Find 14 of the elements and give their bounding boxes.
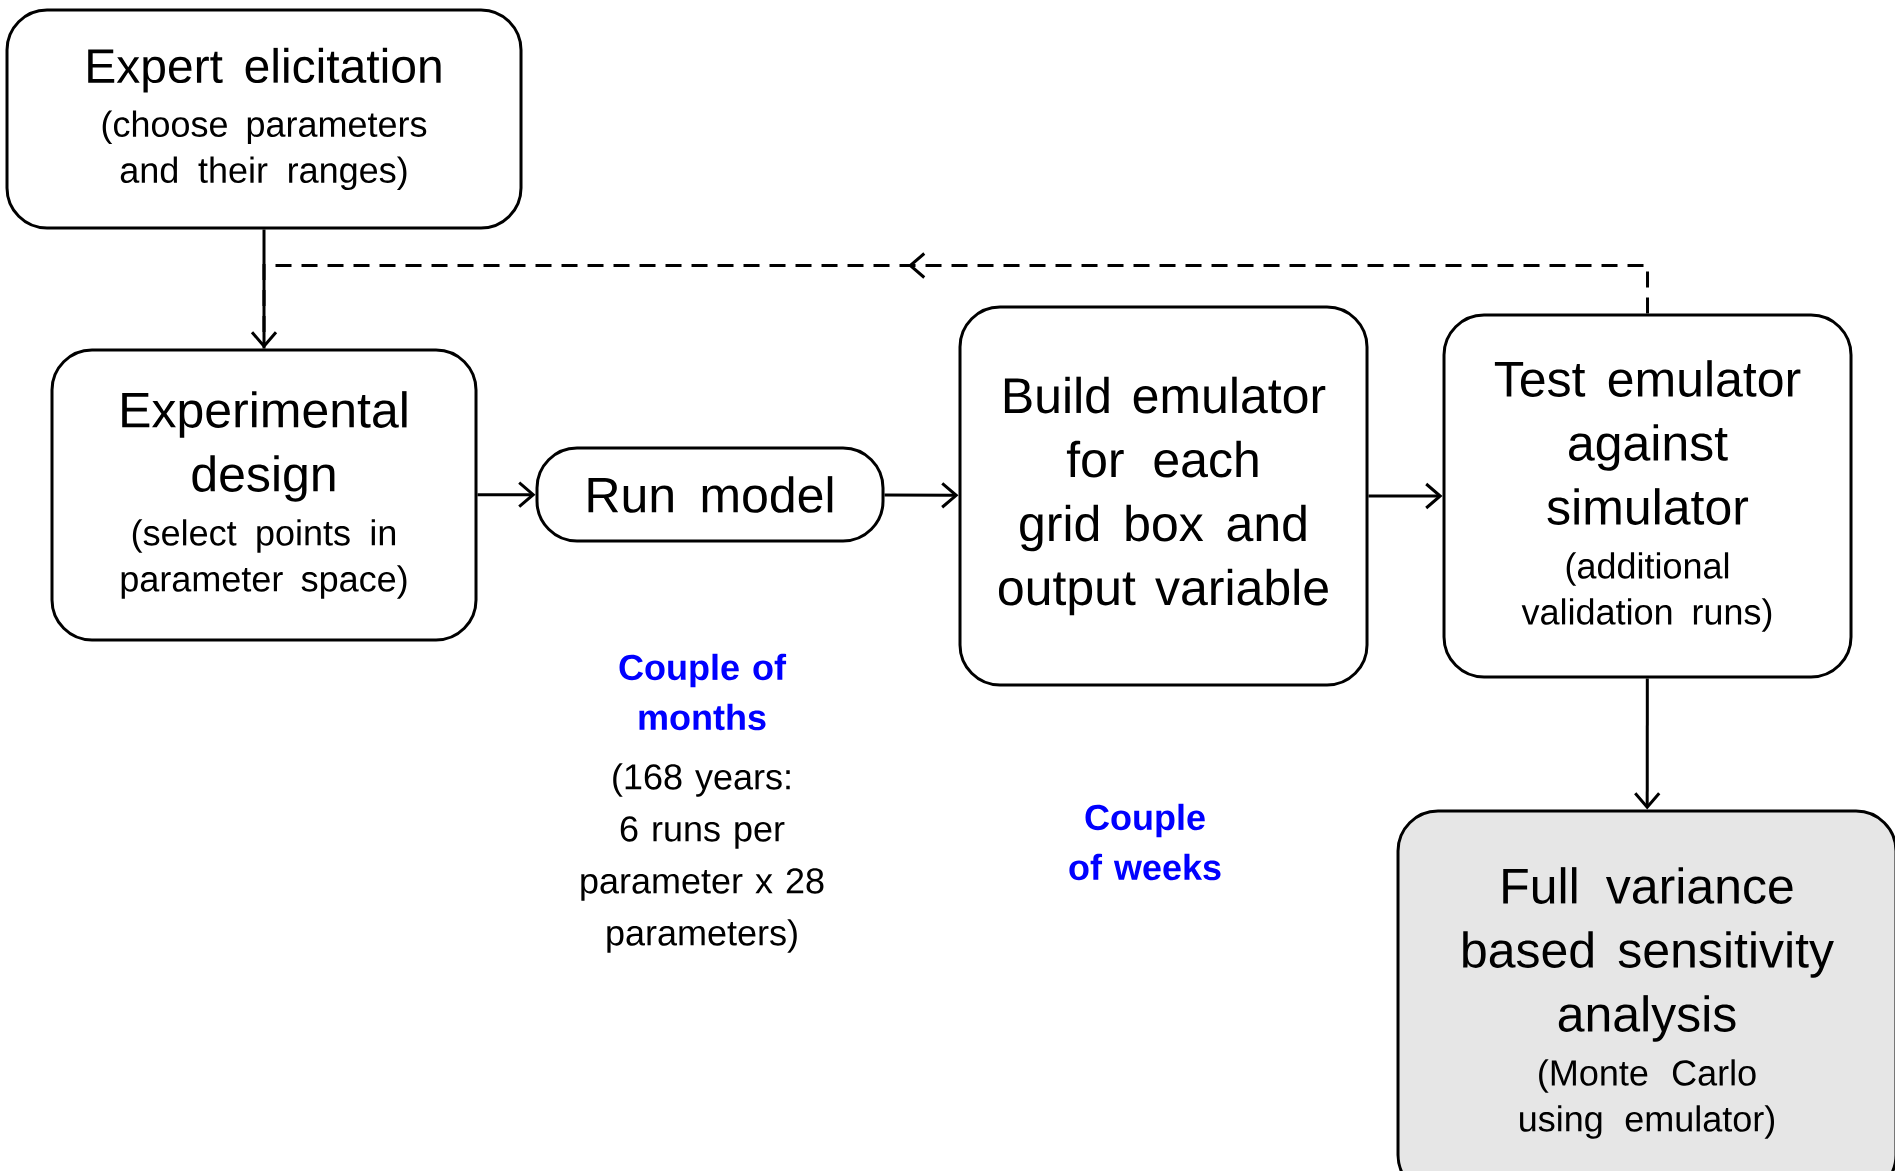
arrow [1368,482,1443,510]
process-box: Full variance based sensitivity analysis (Monte Carlo using emulator) [1396,809,1895,1171]
process-box: Test emulator against simulator (additional validation runs) [1442,313,1853,679]
process-box: Run model [535,446,885,543]
arrow [884,482,959,509]
duration-label: Couple of weeks [1069,803,1221,881]
process-box: Build emulator for each grid box and output variable [958,305,1369,687]
arrow [477,481,536,508]
duration-label: Couple of months [619,653,787,731]
arrow [250,229,278,349]
arrow [1634,678,1661,810]
process-box: Expert elicitation (choose parameters and their ranges) [5,8,523,230]
process-box: Experimental design (select points in parameter space) [50,348,478,642]
note-text: (168 years: 6 runs per parameter x 28 parameters) [581,763,824,953]
